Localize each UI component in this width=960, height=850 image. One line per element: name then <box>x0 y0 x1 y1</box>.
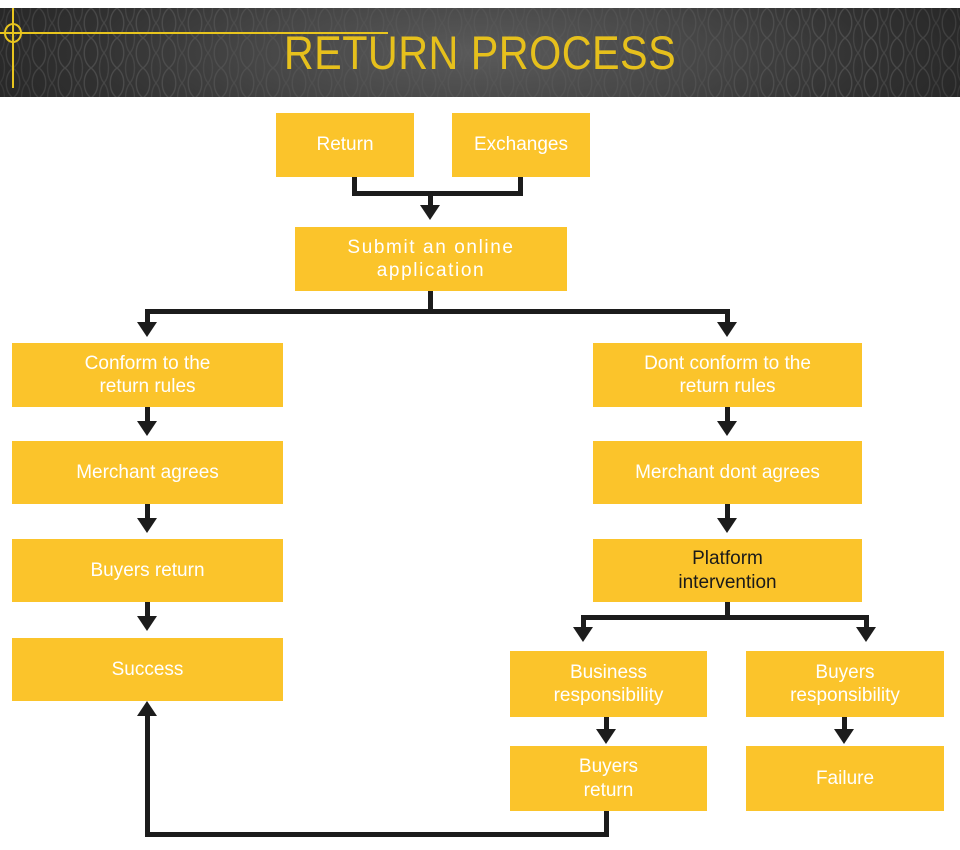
node-buyers-resp-line2: responsibility <box>790 685 900 706</box>
arrow-into-merchant-agrees <box>137 421 157 436</box>
connector-feedback-vertical-right <box>604 811 609 837</box>
header-banner: RETURN PROCESS <box>0 8 960 97</box>
node-dont-conform-to-return-rules[interactable]: Dont conform to the return rules <box>593 343 862 407</box>
connector-merge-stem <box>428 191 433 213</box>
node-failure-label: Failure <box>815 767 875 789</box>
connector-platform-split-right-drop <box>864 615 869 631</box>
node-business-line1: Business <box>569 661 648 683</box>
node-buyers-return-left-label: Buyers return <box>90 559 205 581</box>
node-exchanges-label: Exchanges <box>473 134 568 156</box>
connector-merge-bar-top <box>352 191 523 196</box>
node-platform-intervention[interactable]: Platform intervention <box>593 539 862 602</box>
connector-buyers-return-to-success <box>145 602 150 620</box>
connector-platform-down <box>725 602 730 619</box>
header-vignette-overlay <box>0 8 960 97</box>
arrow-feedback-into-success <box>137 701 157 716</box>
node-merchant-dont-agrees-label: Merchant dont agrees <box>635 461 820 483</box>
node-business-responsibility[interactable]: Business responsibility <box>510 651 707 717</box>
node-exchanges[interactable]: Exchanges <box>452 113 590 177</box>
connector-return-down <box>352 177 357 196</box>
node-return-label: Return <box>316 134 374 156</box>
node-return[interactable]: Return <box>276 113 414 177</box>
arrow-into-platform <box>717 518 737 533</box>
arrow-into-dont-conform <box>717 322 737 337</box>
connector-branch-right-drop <box>725 309 730 326</box>
arrow-into-merchant-dont-agrees <box>717 421 737 436</box>
node-buyers-resp-line1: Buyers <box>815 661 875 683</box>
node-conform-line2: return rules <box>99 376 196 397</box>
node-buyers-return-right-line2: return <box>583 779 634 801</box>
connector-buyers-resp-to-failure <box>842 717 847 732</box>
node-merchant-dont-agrees[interactable]: Merchant dont agrees <box>593 441 862 504</box>
connector-submit-down <box>428 291 433 314</box>
node-submit-line2: application <box>376 260 486 281</box>
connector-platform-split-bar <box>581 615 869 620</box>
node-platform-line1: Platform <box>692 548 763 570</box>
connector-merchant-dont-to-platform <box>725 504 730 522</box>
arrow-into-conform <box>137 322 157 337</box>
connector-feedback-horizontal <box>145 832 609 837</box>
connector-branch-split-bar <box>145 309 730 314</box>
header-circle-marker-icon <box>4 23 22 43</box>
arrow-into-submit <box>420 205 440 220</box>
connector-exchanges-down <box>518 177 523 196</box>
connector-business-to-buyers-return <box>604 717 609 732</box>
connector-merchant-to-buyers-return <box>145 504 150 522</box>
node-platform-line2: intervention <box>678 571 777 593</box>
header-vertical-rule-icon <box>12 8 14 88</box>
header-horizontal-rule-icon <box>0 32 388 34</box>
node-dont-conform-line2: return rules <box>679 376 776 397</box>
node-conform-line1: Conform to the <box>84 352 211 374</box>
node-business-line2: responsibility <box>553 685 664 706</box>
connector-branch-left-drop <box>145 309 150 326</box>
node-buyers-return-left[interactable]: Buyers return <box>12 539 283 602</box>
node-success-label: Success <box>111 658 184 680</box>
node-submit-line1: Submit an online <box>347 236 515 258</box>
node-merchant-agrees-label: Merchant agrees <box>76 461 219 483</box>
node-submit-application[interactable]: Submit an online application <box>295 227 567 291</box>
node-dont-conform-line1: Dont conform to the <box>644 352 811 374</box>
node-buyers-return-right-line1: Buyers <box>578 756 639 778</box>
arrow-into-success <box>137 616 157 631</box>
node-failure[interactable]: Failure <box>746 746 944 811</box>
connector-platform-split-left-drop <box>581 615 586 631</box>
node-buyers-return-right[interactable]: Buyers return <box>510 746 707 811</box>
arrow-into-buyers-return-1 <box>137 518 157 533</box>
node-conform-to-return-rules[interactable]: Conform to the return rules <box>12 343 283 407</box>
arrow-into-buyers-return-2 <box>596 729 616 744</box>
arrow-into-business-responsibility <box>573 627 593 642</box>
arrow-into-failure <box>834 729 854 744</box>
connector-conform-to-merchant <box>145 407 150 425</box>
connector-feedback-vertical-left <box>145 714 150 837</box>
page-title: RETURN PROCESS <box>283 26 677 79</box>
node-success[interactable]: Success <box>12 638 283 701</box>
node-buyers-responsibility[interactable]: Buyers responsibility <box>746 651 944 717</box>
connector-dont-conform-to-merchant <box>725 407 730 425</box>
arrow-into-buyers-responsibility <box>856 627 876 642</box>
node-merchant-agrees[interactable]: Merchant agrees <box>12 441 283 504</box>
